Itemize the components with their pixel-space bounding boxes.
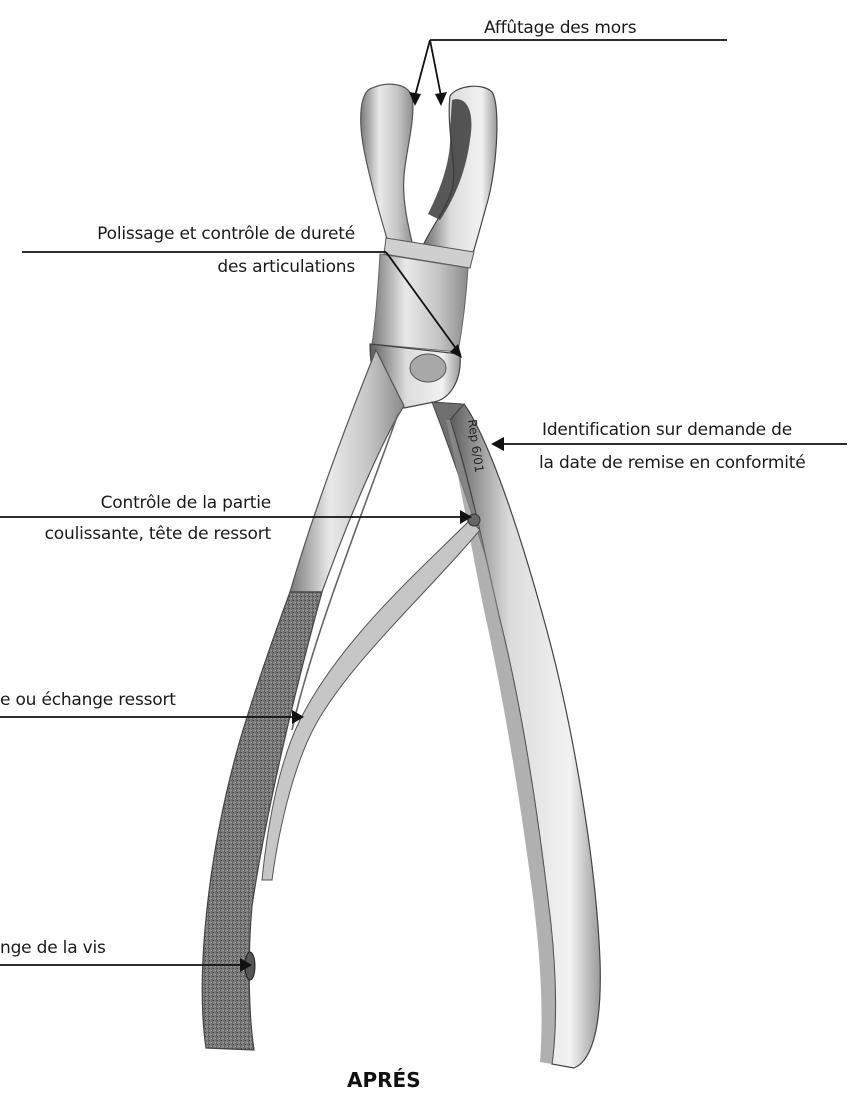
label-spring: e ou échange ressort [0,690,176,711]
label-identification-line1: Identification sur demande de [542,420,792,441]
joint-boss [410,354,446,382]
line-jaw-arrow-left [415,40,430,96]
label-sliding-line2: coulissante, tête de ressort [45,524,271,545]
page-title: APRÉS [347,1068,421,1092]
left-jaw [361,84,414,256]
label-joint-polish-line2: des articulations [217,257,355,278]
line-jaw-arrow-right [430,40,441,96]
instrument-neck [372,254,468,352]
arrowhead-identification [491,437,504,451]
left-handle-grip [202,592,322,1050]
arrowhead-jaw-right [435,92,447,106]
label-jaw-sharpening: Affûtage des mors [484,18,636,39]
label-screw: nge de la vis [0,938,106,959]
label-identification-line2: la date de remise en conformité [539,453,805,474]
label-sliding-line1: Contrôle de la partie [101,493,271,514]
label-joint-polish-line1: Polissage et contrôle de dureté [97,224,355,245]
spring-leaf [262,520,480,880]
